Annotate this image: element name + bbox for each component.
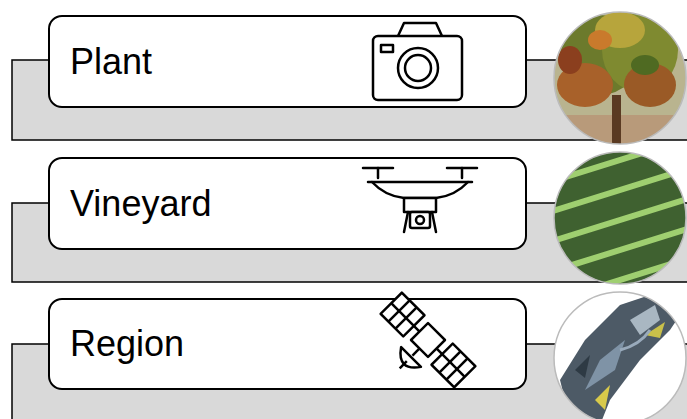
satellite-icon <box>363 293 475 405</box>
level-box: Vineyard <box>48 157 527 250</box>
photo-frame <box>554 292 686 419</box>
level-label: Plant <box>70 41 152 83</box>
level-box: Region <box>48 298 527 390</box>
level-label: Region <box>70 323 184 365</box>
level-label: Vineyard <box>70 183 211 225</box>
camera-icon <box>373 23 462 100</box>
photo-frame <box>554 152 686 284</box>
photo-frame <box>554 12 686 144</box>
drone-icon <box>363 168 477 232</box>
level-box: Plant <box>48 15 527 108</box>
plant-photo <box>550 8 687 155</box>
region-photo <box>550 290 687 419</box>
vineyard-photo <box>540 135 687 305</box>
